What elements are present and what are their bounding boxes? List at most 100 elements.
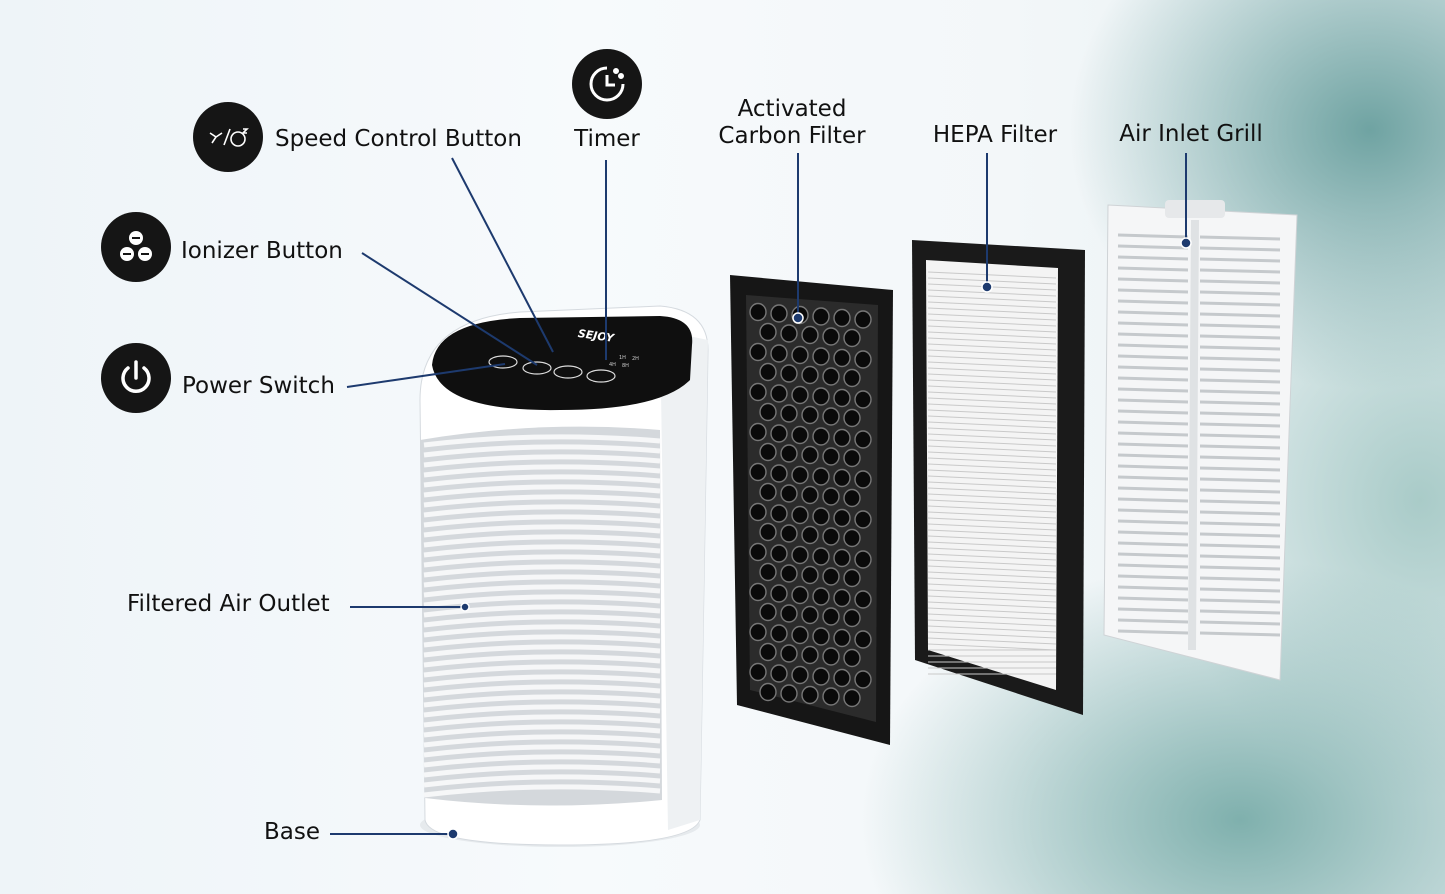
carbon-cell — [843, 608, 861, 628]
hepa-pleat — [927, 469, 1057, 477]
carbon-cell — [833, 388, 851, 408]
carbon-cell — [843, 448, 861, 468]
grill-slat — [1117, 618, 1189, 624]
grill-slat — [1199, 477, 1281, 483]
hepa-filter-label: HEPA Filter — [932, 122, 1058, 148]
carbon-cell — [822, 447, 840, 466]
hepa-pleat — [927, 289, 1057, 297]
grill-slat — [1117, 321, 1189, 327]
carbon-cell — [822, 687, 840, 706]
grill-slat — [1199, 422, 1281, 428]
carbon-cell — [759, 642, 777, 662]
carbon-cell — [812, 387, 830, 406]
carbon-cell — [791, 585, 809, 605]
grill-slat — [1117, 552, 1189, 558]
grill-slat — [1117, 486, 1189, 492]
carbon-cell — [843, 688, 861, 708]
grill-slat — [1199, 499, 1281, 505]
grill-slat — [1199, 488, 1281, 494]
grill-slat — [1199, 521, 1281, 527]
carbon-cell — [812, 507, 830, 526]
grill-slat — [1117, 464, 1189, 470]
grille-slat — [423, 504, 661, 518]
grille-slat — [423, 524, 661, 538]
carbon-cell — [833, 428, 851, 448]
carbon-cell — [749, 622, 767, 642]
air-inlet-grill — [1103, 200, 1298, 681]
grill-slat — [1199, 598, 1281, 604]
grill-slat — [1199, 576, 1281, 582]
grill-slat — [1117, 332, 1189, 338]
carbon-cell — [759, 602, 777, 622]
carbon-cell — [791, 345, 809, 365]
grille-slat — [423, 554, 661, 568]
grille-slat — [423, 664, 661, 678]
carbon-cell — [780, 324, 798, 343]
timer-touch-button[interactable] — [586, 369, 616, 383]
carbon-cell — [791, 425, 809, 445]
carbon-cell — [749, 462, 767, 482]
carbon-cell — [791, 385, 809, 405]
carbon-cell — [749, 582, 767, 602]
carbon-cell — [759, 482, 777, 502]
carbon-cell — [854, 630, 872, 649]
grille-slat — [423, 494, 661, 508]
carbon-cell — [833, 468, 851, 488]
grill-slat — [1199, 510, 1281, 516]
grill-slat — [1199, 279, 1281, 285]
air-purifier: SEJOY 1H 2H 4H 8H — [419, 305, 709, 847]
control-panel — [432, 316, 693, 411]
grille-slat — [423, 434, 661, 448]
hepa-pleat — [927, 445, 1057, 453]
carbon-cell — [822, 327, 840, 346]
grill-slat — [1199, 532, 1281, 538]
grill-slat — [1117, 497, 1189, 503]
carbon-cell — [780, 684, 798, 703]
hepa-pleat — [927, 337, 1057, 345]
grill-slat — [1199, 565, 1281, 571]
grill-slat — [1117, 475, 1189, 481]
grill-slat — [1199, 433, 1281, 439]
carbon-cell — [854, 510, 872, 529]
carbon-cell — [822, 647, 840, 666]
power-switch-label: Power Switch — [182, 373, 335, 399]
carbon-cell — [780, 604, 798, 623]
grill-slat — [1117, 563, 1189, 569]
grill-slat — [1117, 453, 1189, 459]
hepa-pleat — [927, 271, 1057, 279]
hepa-pleat — [927, 589, 1057, 597]
grill-slat — [1117, 288, 1189, 294]
grill-slat — [1199, 290, 1281, 296]
hepa-pleat — [927, 301, 1057, 309]
hepa-pleat — [927, 619, 1057, 627]
timer-icon — [572, 49, 642, 119]
hepa-pleat — [927, 319, 1057, 327]
speed-touch-button[interactable] — [553, 365, 583, 379]
carbon-cell — [780, 484, 798, 503]
hepa-pleat — [927, 613, 1057, 621]
hepa-pleat — [927, 397, 1057, 405]
hepa-pleat — [927, 343, 1057, 351]
grill-slat — [1117, 266, 1189, 272]
hepa-pleat — [927, 481, 1057, 489]
carbon-cell — [749, 302, 767, 322]
grill-slat — [1117, 409, 1189, 415]
hepa-pleat — [927, 331, 1057, 339]
grill-slat — [1117, 233, 1189, 239]
grill-slat — [1199, 356, 1281, 362]
ionizer-touch-button[interactable] — [522, 361, 552, 375]
carbon-cell — [801, 445, 819, 465]
grill-slat — [1117, 585, 1189, 591]
power-icon — [101, 343, 171, 413]
grill-slat — [1199, 587, 1281, 593]
hepa-pleat — [927, 517, 1057, 525]
grill-slat — [1117, 354, 1189, 360]
power-touch-button[interactable] — [488, 355, 518, 369]
hepa-pleat — [927, 631, 1057, 639]
carbon-cell — [822, 607, 840, 626]
grill-slat — [1117, 420, 1189, 426]
hepa-pleat — [927, 553, 1057, 561]
hepa-pleat — [927, 535, 1057, 543]
carbon-filter-label: Activated Carbon Filter — [718, 96, 865, 150]
grille-slat — [423, 534, 661, 548]
